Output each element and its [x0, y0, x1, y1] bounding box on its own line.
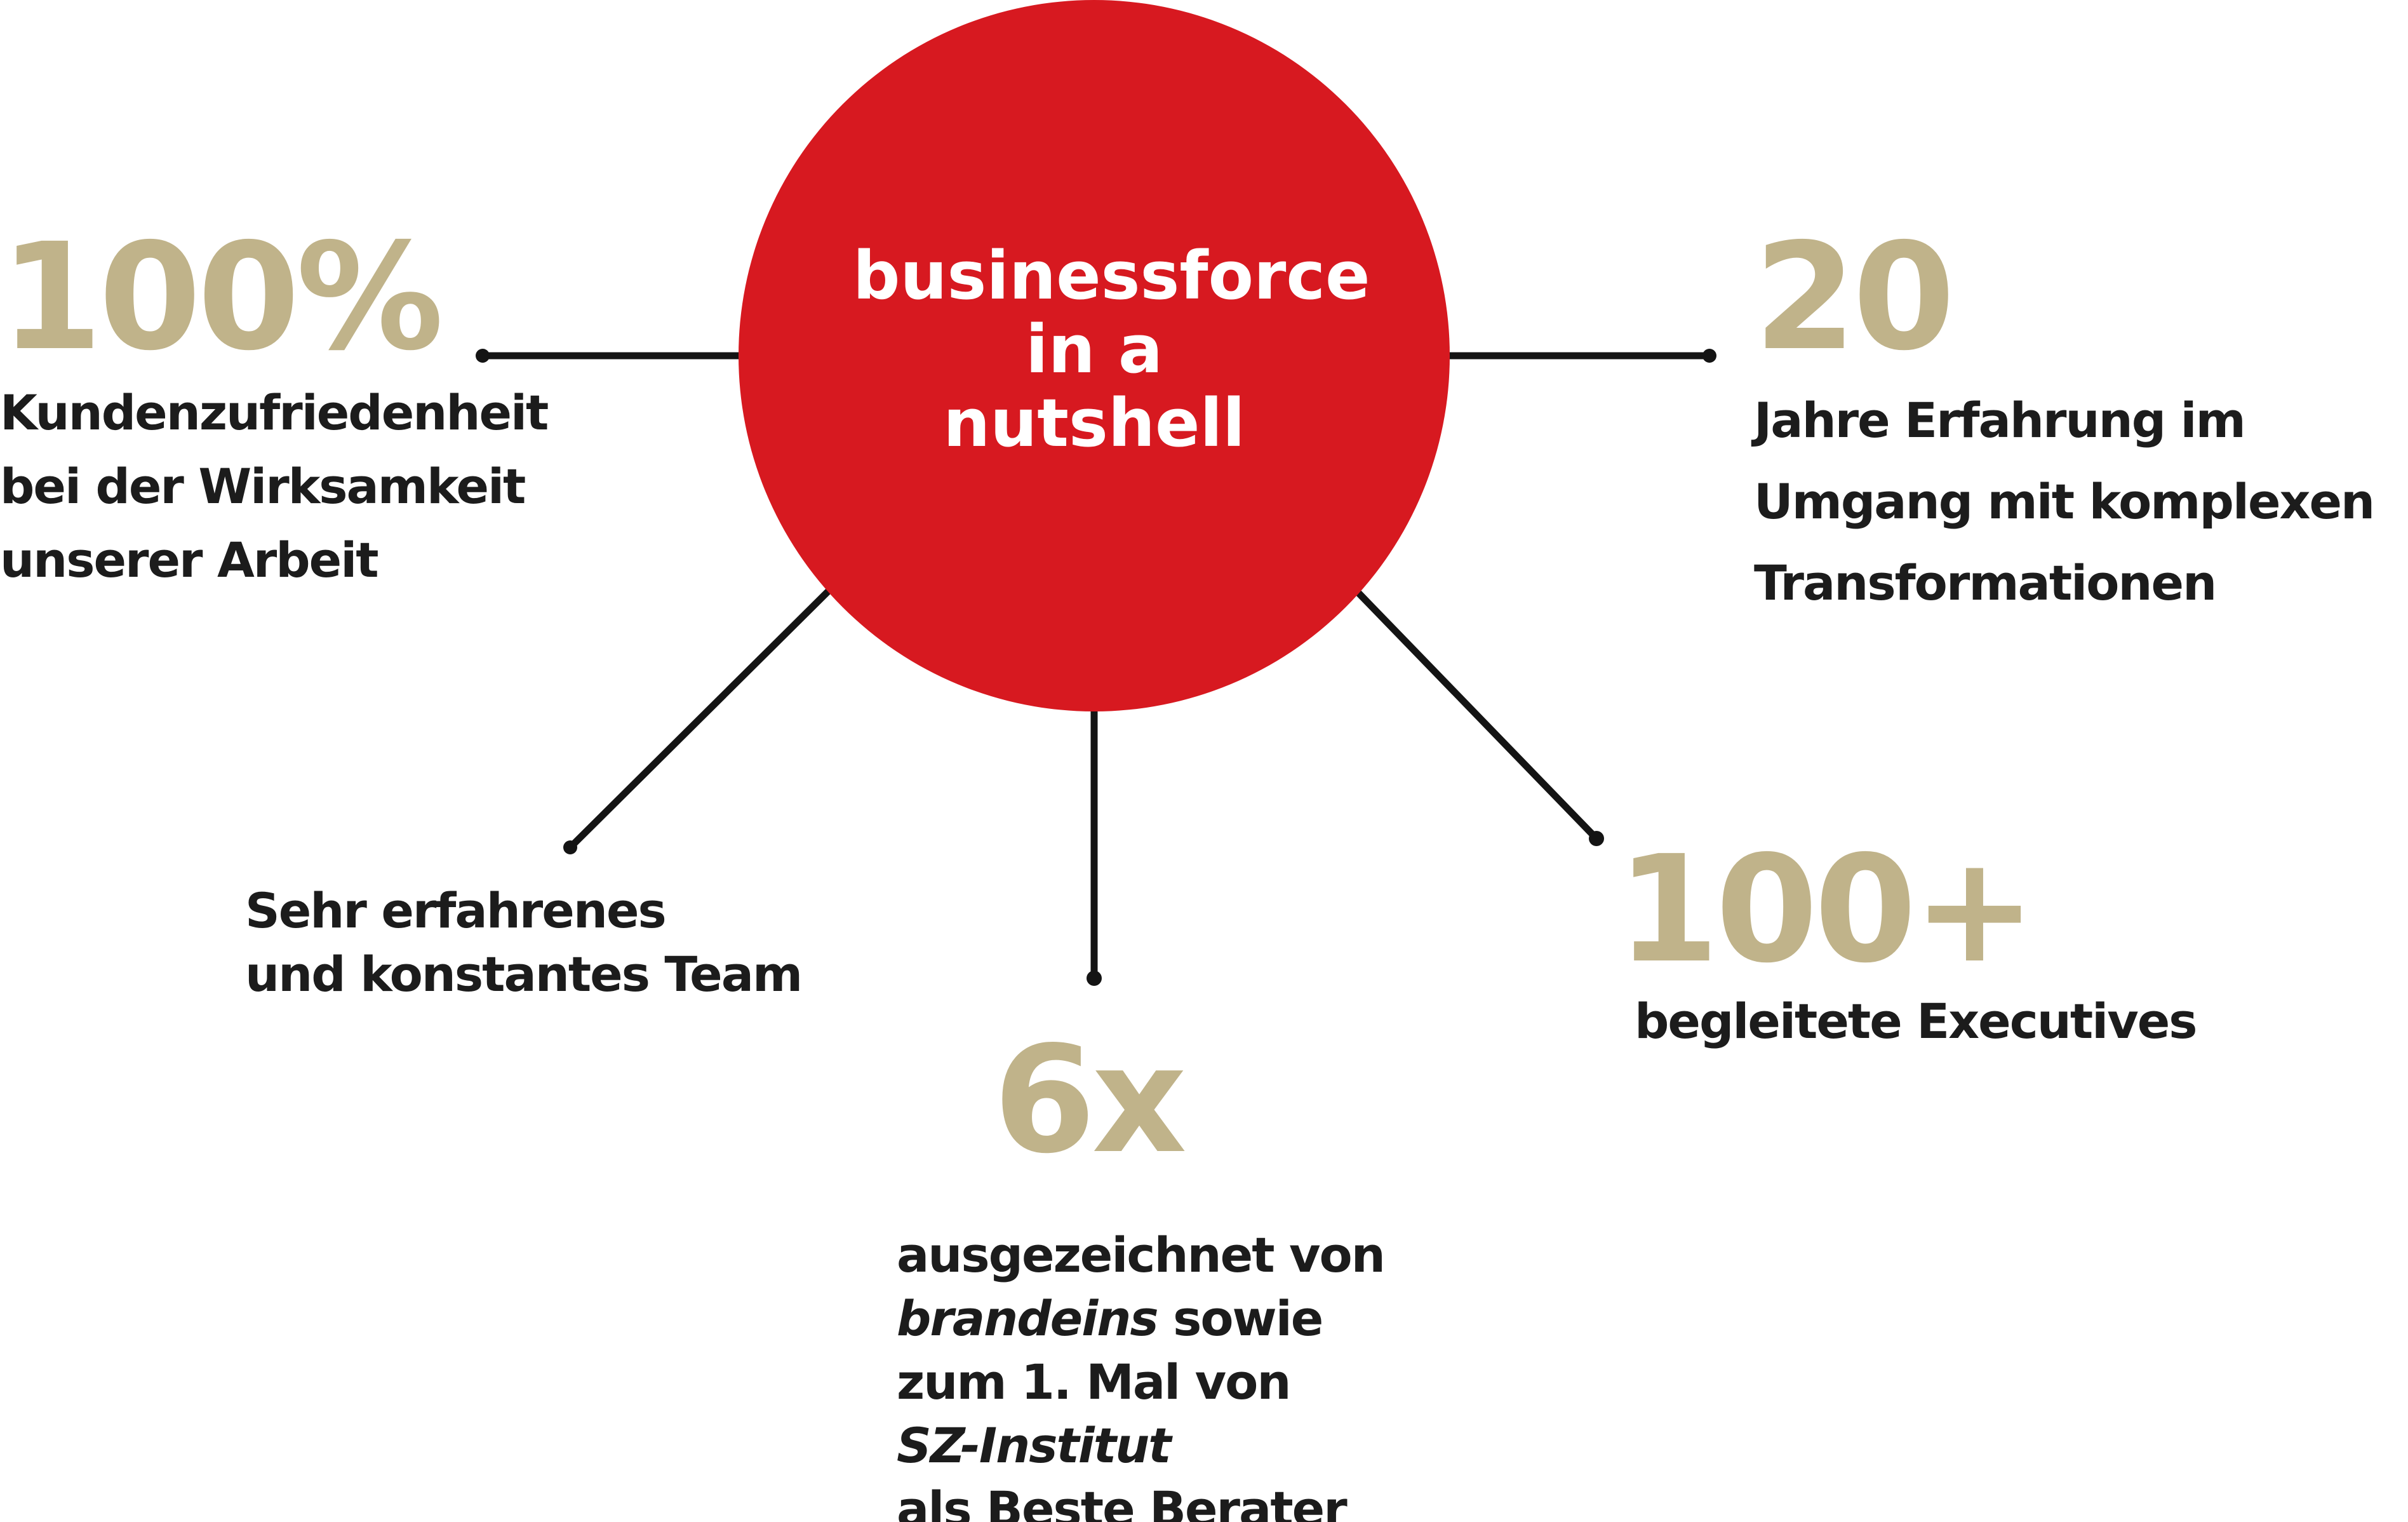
- center-circle: businessforce in a nutshell: [739, 0, 1450, 711]
- stat-executives: 100+ begleitete Executives: [1617, 824, 2198, 1053]
- center-title: businessforce in a nutshell: [853, 239, 1370, 462]
- publication-name: SZ-Institut: [897, 1417, 1172, 1474]
- stat-satisfaction: 100% Kundenzufriedenheit bei der Wirksam…: [0, 212, 549, 592]
- stat-value: 6x: [993, 1014, 1187, 1186]
- connector-satisfaction-endpoint: [476, 349, 490, 363]
- stat-description-line: brandeins sowie: [897, 1287, 1384, 1350]
- stat-description-line: und konstantes Team: [245, 946, 803, 1002]
- stat-description-line: Kundenzufriedenheit: [0, 384, 549, 441]
- connector-executives: [1354, 588, 1599, 841]
- connector-team-endpoint: [563, 840, 577, 854]
- stat-description-text: sowie: [1157, 1290, 1323, 1347]
- stat-team: Sehr erfahrenes und konstantes Team: [245, 879, 803, 1006]
- stat-description-line: begleitete Executives: [1635, 993, 2198, 1049]
- center-title-line: in a: [1025, 311, 1163, 388]
- stat-description-line: unserer Arbeit: [0, 532, 379, 588]
- connector-awards-endpoint: [1087, 971, 1102, 986]
- stat-value: 20: [1754, 212, 1955, 383]
- connector-team: [568, 588, 831, 850]
- stat-description-line: Transformationen: [1754, 555, 2217, 611]
- connector-executives-endpoint: [1589, 831, 1604, 846]
- stat-description-line: zum 1. Mal von: [897, 1354, 1291, 1410]
- stat-awards: 6x ausgezeichnet von brandeins sowie zum…: [897, 1014, 1386, 1522]
- stat-description-line: ausgezeichnet von: [897, 1227, 1386, 1283]
- stat-value: 100+: [1617, 824, 2037, 995]
- center-title-line: businessforce: [853, 237, 1370, 314]
- stat-description-line: Sehr erfahrenes: [245, 882, 667, 939]
- stat-description-line: bei der Wirksamkeit: [0, 458, 526, 515]
- publication-name: brandeins: [897, 1290, 1159, 1347]
- stat-description-line: Umgang mit komplexen: [1754, 473, 2375, 530]
- center-title-line: nutshell: [943, 384, 1245, 462]
- connector-years-endpoint: [1702, 349, 1716, 363]
- stat-description-line: als Beste Berater: [897, 1481, 1348, 1522]
- stat-value: 100%: [0, 212, 444, 383]
- stat-description-line: Jahre Erfahrung im: [1754, 392, 2246, 448]
- stat-description-line: SZ-Institut: [897, 1414, 1384, 1478]
- stat-years: 20 Jahre Erfahrung im Umgang mit komplex…: [1754, 212, 2375, 615]
